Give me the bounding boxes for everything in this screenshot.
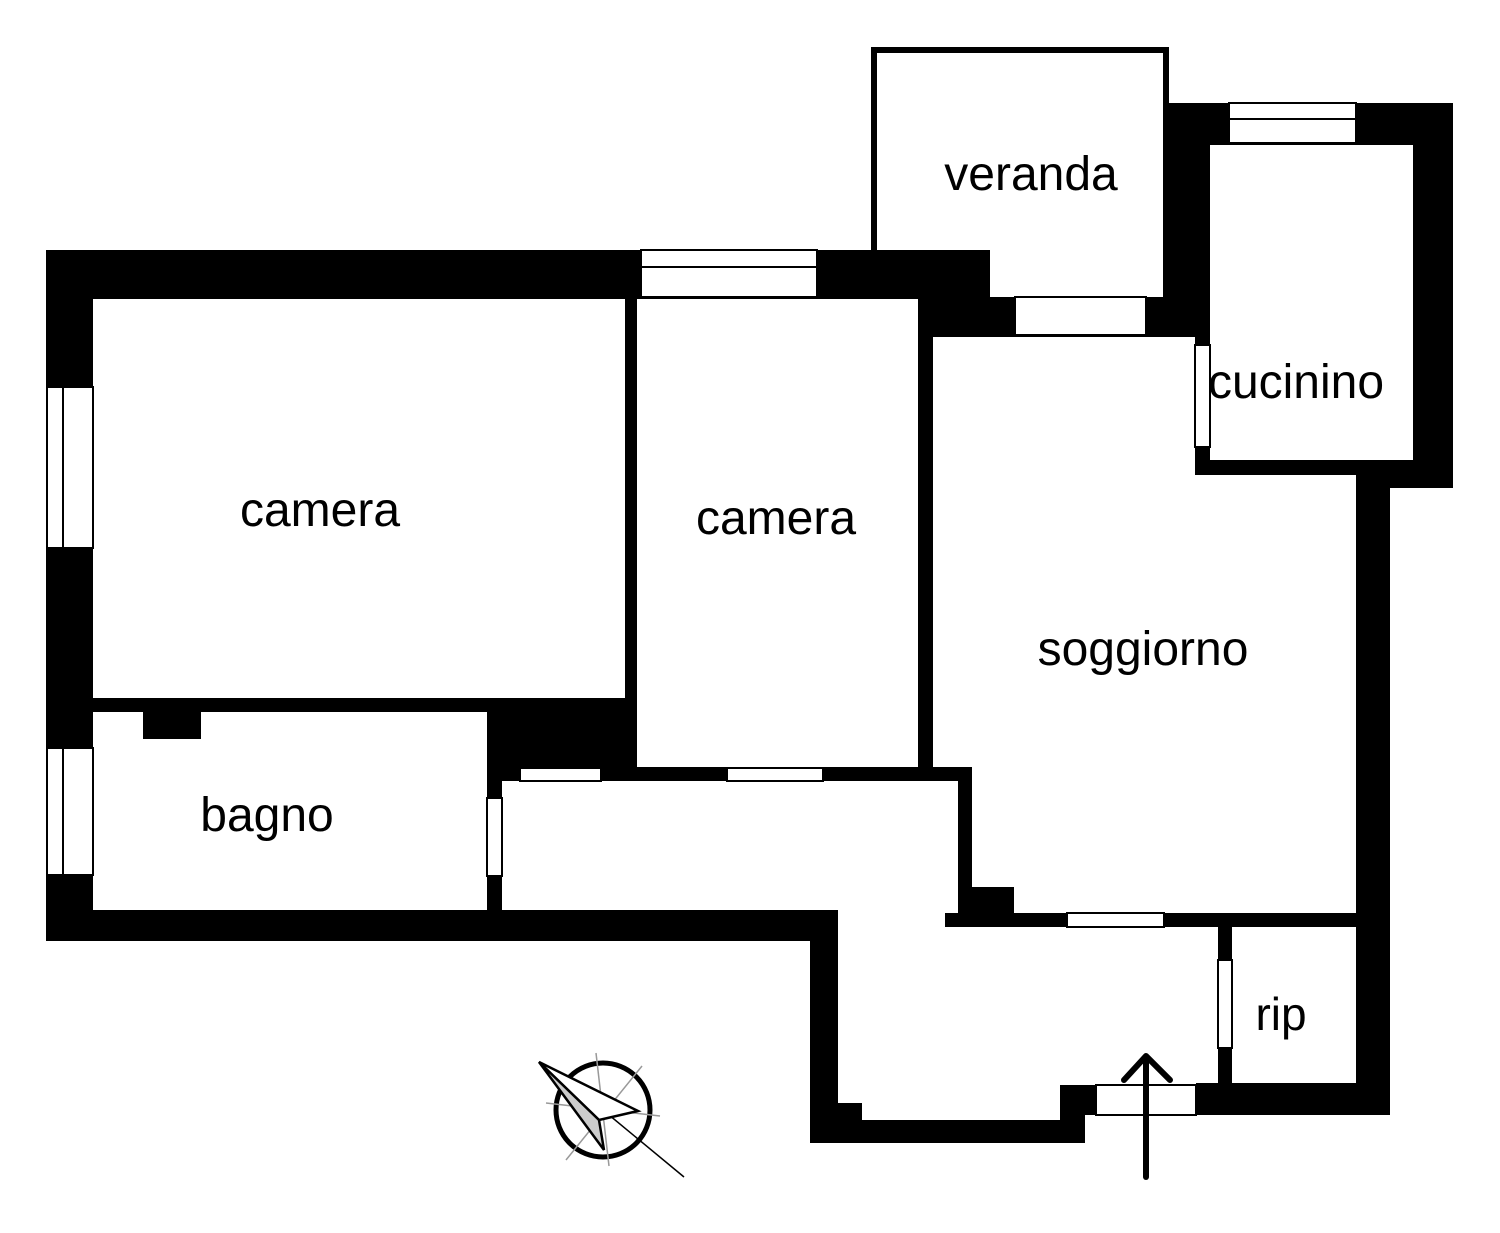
label-soggiorno: soggiorno [1038, 623, 1249, 676]
window-top-camera [640, 249, 818, 298]
window-cucinino-top [1228, 102, 1357, 144]
label-veranda: veranda [944, 148, 1118, 201]
door-rip [1217, 959, 1233, 1049]
door-cucinino [1194, 344, 1211, 448]
entrance-arrow-icon [1121, 1053, 1173, 1180]
room-labels: veranda cucinino camera camera soggiorno… [200, 148, 1384, 1040]
door-bagno [486, 797, 503, 877]
window-bagno [46, 747, 94, 876]
walls [46, 47, 1453, 1143]
compass-icon [537, 1052, 685, 1178]
label-camera-left: camera [240, 484, 400, 537]
windows-doors [46, 102, 1357, 1116]
label-rip: rip [1255, 988, 1306, 1040]
label-camera-middle: camera [696, 492, 856, 545]
main-wall-mass [46, 103, 1453, 1143]
door-soggiorno [1066, 912, 1165, 928]
door-camera-middle [726, 767, 824, 782]
label-bagno: bagno [200, 789, 333, 842]
door-camera-left [519, 767, 602, 782]
window-camera-left [46, 386, 94, 549]
label-cucinino: cucinino [1208, 356, 1384, 409]
bagno-closet-block [143, 712, 201, 739]
window-veranda [1014, 296, 1147, 336]
